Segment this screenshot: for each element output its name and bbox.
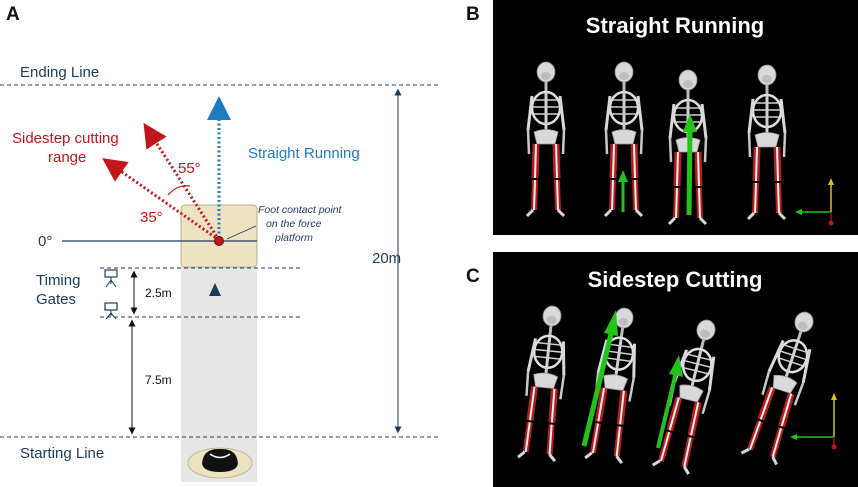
- panel-c-title: Sidestep Cutting: [588, 267, 763, 292]
- runner-topview-icon: [187, 447, 253, 479]
- approach-arrow-head: [209, 283, 221, 296]
- grf-arrow-b-1: [618, 170, 628, 212]
- foot-contact-point: [214, 236, 224, 246]
- sidestep-range-label-2: range: [48, 149, 86, 166]
- foot-contact-label-3: platform: [274, 232, 313, 244]
- starting-line-label: Starting Line: [20, 445, 104, 462]
- grf-arrow-c-1: [581, 310, 618, 447]
- timing-gate-icon-2: [104, 302, 118, 320]
- foot-contact-pointer: [226, 225, 257, 240]
- axis-triad-c: [790, 393, 837, 450]
- foot-contact-label-2: on the force: [266, 218, 322, 230]
- panel-b-letter: B: [466, 4, 480, 25]
- distance-2-5-label: 2.5m: [145, 286, 172, 300]
- sidestep-arrow-35: [102, 158, 220, 242]
- grf-arrow-b-2: [683, 114, 697, 216]
- angle-55-label: 55°: [178, 160, 201, 177]
- straight-running-label: Straight Running: [248, 145, 360, 162]
- sidestep-range-label-1: Sidestep cutting: [12, 130, 119, 147]
- runway-track: [181, 265, 257, 482]
- distance-7-5-label: 7.5m: [145, 373, 172, 387]
- distance-20-label: 20m: [372, 250, 401, 267]
- foot-contact-label-1: Foot contact point: [258, 204, 343, 216]
- timing-gates-label-2: Gates: [36, 291, 76, 308]
- panel-a-letter: A: [6, 4, 20, 25]
- timing-gate-icon-1: [104, 269, 118, 288]
- axis-triad-b: [795, 178, 834, 226]
- sidestep-arrow-55: [143, 122, 221, 241]
- timing-gates-label-1: Timing: [36, 272, 80, 289]
- angle-arc: [167, 185, 191, 196]
- ending-line-label: Ending Line: [20, 64, 99, 81]
- angle-0-label: 0°: [38, 233, 52, 250]
- grf-arrow-c-2: [656, 355, 683, 449]
- panel-c-letter: C: [466, 266, 480, 287]
- panel-b-title: Straight Running: [586, 13, 764, 38]
- angle-35-label: 35°: [140, 209, 163, 226]
